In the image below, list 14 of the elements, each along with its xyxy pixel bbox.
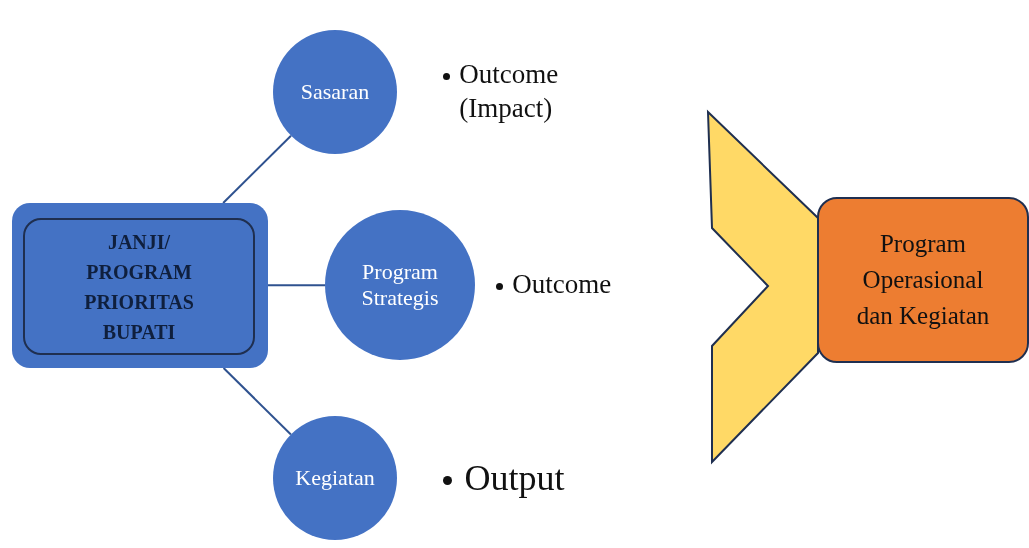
node-label: JANJI/ PROGRAM PRIORITAS BUPATI [83,229,195,345]
node-label: Sasaran [299,79,371,105]
process-box [817,197,1029,363]
node-label: Program Operasional dan Kegiatan [855,229,991,331]
bullet-text: Output [464,457,565,500]
bullet-text: Outcome (Impact) [459,58,560,125]
bullet-text: Outcome [512,268,612,301]
node-label: Program Strategis [360,259,440,311]
outer-box [12,203,268,368]
title-box [23,218,255,355]
node-label: Kegiatan [294,465,376,491]
connector-line [222,367,292,436]
connector-line [267,284,326,287]
connector-line [222,134,292,204]
